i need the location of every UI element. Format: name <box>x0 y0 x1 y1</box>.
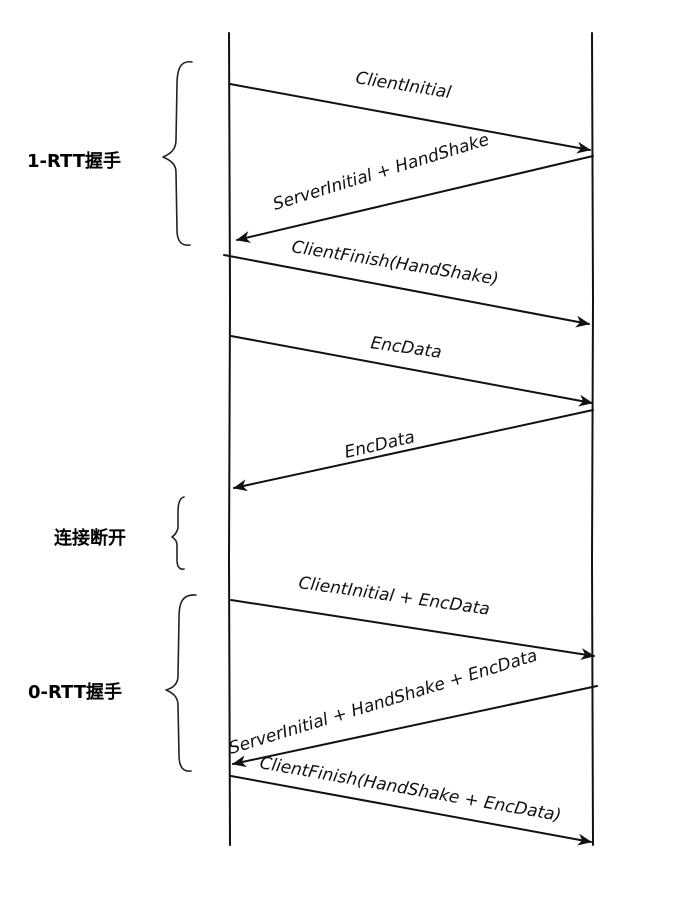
message-server-initial-handshake: ServerInitial + HandShake <box>236 130 594 243</box>
message-client-initial: ClientInitial <box>229 68 591 154</box>
label-server-initial-handshake: ServerInitial + HandShake <box>271 130 492 215</box>
arrow-encdata-up <box>230 335 593 407</box>
label-client-initial: ClientInitial <box>354 68 452 103</box>
arrow-server-initial-handshake <box>236 155 594 243</box>
phase-label-disconnect: 连接断开 <box>54 527 126 549</box>
server-lifeline <box>590 32 595 846</box>
label-encdata-up: EncData <box>369 333 443 363</box>
message-client-initial-encdata: ClientInitial + EncData <box>230 573 595 660</box>
message-server-initial-handshake-encdata: ServerInitial + HandShake + EncData <box>227 646 598 768</box>
arrow-client-initial-encdata <box>230 599 595 660</box>
message-encdata-down: EncData <box>233 409 594 492</box>
brace-0rtt <box>165 594 197 772</box>
label-client-finish: ClientFinish(HandShake) <box>290 237 500 289</box>
arrow-client-finish <box>223 254 590 328</box>
message-encdata-up: EncData <box>230 333 593 407</box>
phase-label-0rtt: 0-RTT握手 <box>28 681 122 703</box>
label-server-initial-handshake-encdata: ServerInitial + HandShake + EncData <box>227 646 540 759</box>
brace-1rtt <box>162 60 193 246</box>
arrow-server-initial-handshake-encdata <box>232 685 598 768</box>
arrow-client-initial <box>229 83 591 154</box>
brace-disconnect <box>171 496 185 570</box>
phase-label-1rtt: 1-RTT握手 <box>27 150 121 172</box>
arrow-encdata-down <box>233 409 594 492</box>
label-encdata-down: EncData <box>343 427 417 463</box>
message-client-finish-encdata: ClientFinish(HandShake + EncData) <box>230 753 592 846</box>
label-client-initial-encdata: ClientInitial + EncData <box>297 573 491 620</box>
message-client-finish: ClientFinish(HandShake) <box>223 237 590 328</box>
arrow-client-finish-encdata <box>230 775 592 846</box>
client-lifeline <box>227 32 232 846</box>
